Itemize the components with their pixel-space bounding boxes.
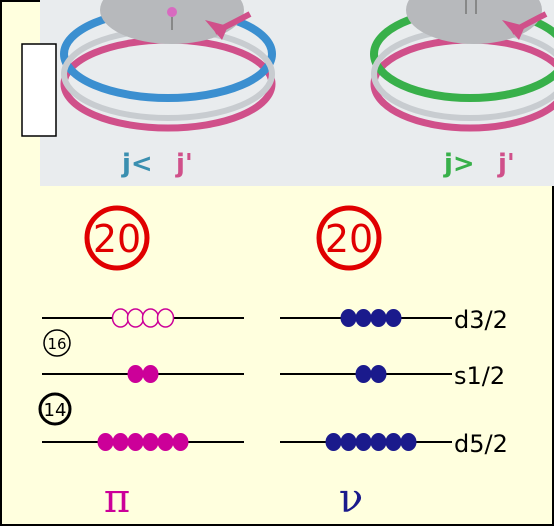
proton-particle [156, 308, 175, 328]
spin-orbit-ring-right [370, 0, 554, 132]
magic-number-text: 20 [325, 217, 373, 261]
magic-number-proton: 20 [84, 205, 150, 271]
magic-circle [84, 205, 150, 271]
proton-particle [126, 308, 145, 328]
gap-marker-14: 14 [38, 392, 72, 426]
spin-orbit-ring-left [60, 0, 276, 132]
neutron-particle [340, 433, 357, 451]
neutron-particle [355, 309, 372, 327]
proton-particle [112, 433, 129, 451]
proton-particle [127, 433, 144, 451]
proton-symbol: π [104, 476, 130, 522]
gap-number: 16 [47, 335, 66, 353]
proton-particle [97, 433, 114, 451]
proton-particle [127, 365, 144, 383]
proton-particle [142, 365, 159, 383]
magic-number-text: 20 [93, 217, 141, 261]
rotation-arrowhead [502, 20, 525, 40]
proton-particle [141, 308, 160, 328]
neutron-particle [340, 309, 357, 327]
neutron-particle [325, 433, 342, 451]
sphere-right [406, 0, 542, 44]
neutron-particle [385, 309, 402, 327]
neutron-particle [400, 433, 417, 451]
gap-circle [43, 329, 71, 357]
gap-circle [38, 392, 72, 426]
neutron-particle [370, 365, 387, 383]
inset-box [21, 43, 57, 137]
proton-levels [42, 317, 244, 443]
particle-dot [167, 7, 177, 17]
gap-number: 14 [44, 400, 67, 421]
proton-particle [111, 308, 130, 328]
proton-particle [142, 433, 159, 451]
label-j-prime-left: j' [175, 149, 193, 179]
proton-particles [97, 308, 189, 451]
neutron-particle [355, 433, 372, 451]
level-label-s1-2: s1/2 [454, 362, 505, 390]
label-j-prime-right: j' [497, 149, 515, 179]
label-j-lower: j< [121, 149, 153, 179]
proton-particle [172, 433, 189, 451]
level-label-d3-2: d3/2 [454, 306, 508, 334]
neutron-particle [385, 433, 402, 451]
neutron-symbol: ν [339, 476, 363, 522]
neutron-particle [370, 309, 387, 327]
magic-number-neutron: 20 [316, 205, 382, 271]
neutron-particle [370, 433, 387, 451]
label-j-upper: j> [443, 149, 475, 179]
rotation-arrowhead [205, 20, 228, 40]
gap-marker-16: 16 [43, 329, 71, 357]
neutron-particle [355, 365, 372, 383]
magic-circle [316, 205, 382, 271]
neutron-particles [325, 309, 417, 451]
proton-particle [157, 433, 174, 451]
level-label-d5-2: d5/2 [454, 430, 508, 458]
